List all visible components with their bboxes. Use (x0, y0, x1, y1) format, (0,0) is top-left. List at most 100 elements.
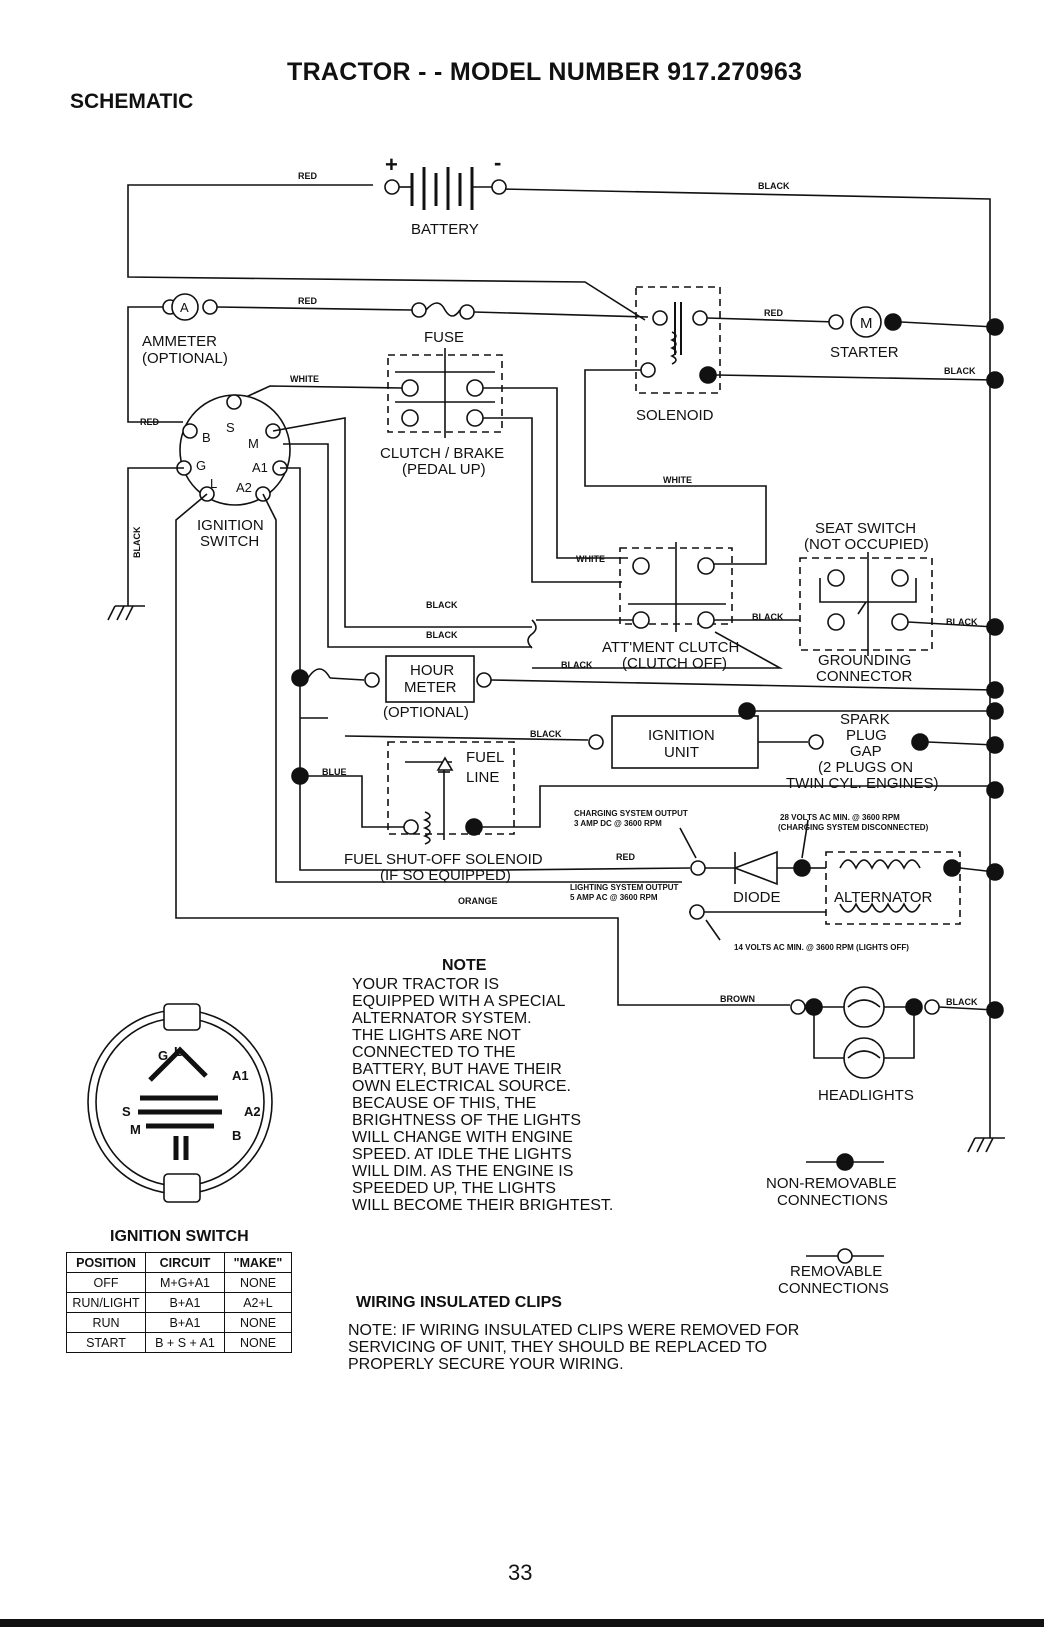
fuel-solenoid-label: FUEL SHUT-OFF SOLENOID (344, 851, 543, 868)
column-header-make: "MAKE" (224, 1252, 292, 1273)
ignition-unit-box (611, 715, 759, 769)
starter-terminal (828, 314, 844, 330)
removable-label-1: REMOVABLE (790, 1263, 882, 1280)
headlights-label: HEADLIGHTS (818, 1087, 914, 1104)
note-line: BRIGHTNESS OF THE LIGHTS (352, 1112, 582, 1129)
ammeter-note: (OPTIONAL) (142, 350, 228, 367)
ignition-unit-label-1: IGNITION (648, 727, 715, 744)
wire-black-label: BLACK (530, 729, 562, 739)
table-cell: RUN (66, 1312, 146, 1333)
charging-label-1: CHARGING SYSTEM OUTPUT (574, 809, 688, 818)
note-body: YOUR TRACTOR IS EQUIPPED WITH A SPECIAL … (352, 976, 682, 1214)
fuse-label: FUSE (424, 329, 464, 346)
ammeter-label: AMMETER (142, 333, 217, 350)
fuse-element (425, 302, 461, 317)
non-removable-label-1: NON-REMOVABLE (766, 1175, 897, 1192)
note-line: SPEEDED UP, THE LIGHTS (352, 1180, 556, 1197)
hour-meter-note: (OPTIONAL) (383, 704, 469, 721)
ammeter-terminal-right (202, 299, 218, 315)
table-cell: M+G+A1 (145, 1272, 225, 1293)
grounding-label-2: CONNECTOR (816, 668, 913, 685)
headlight-upper (843, 986, 885, 1028)
ignition-switch-face (87, 1003, 273, 1203)
table-row: OFF M+G+A1 NONE (66, 1272, 292, 1293)
table-header-row: POSITION CIRCUIT "MAKE" (66, 1252, 292, 1273)
note-line: WILL CHANGE WITH ENGINE (352, 1129, 573, 1146)
column-header-circuit: CIRCUIT (145, 1252, 225, 1273)
battery-positive-terminal (384, 179, 400, 195)
page-title: TRACTOR - - MODEL NUMBER 917.270963 (287, 58, 803, 86)
fuel-solenoid-note: (IF SO EQUIPPED) (380, 867, 511, 884)
note-line: YOUR TRACTOR IS (352, 976, 499, 993)
wire-red-battery-solenoid (127, 184, 646, 321)
wire-orange-label: ORANGE (458, 896, 498, 906)
ignition-switch-label-1: IGNITION (197, 517, 264, 534)
solenoid-label: SOLENOID (636, 407, 714, 424)
solenoid-terminal-3 (640, 362, 656, 378)
note-line: ALTERNATOR SYSTEM. (352, 1010, 532, 1027)
table-row: START B + S + A1 NONE (66, 1332, 292, 1353)
table-cell: NONE (224, 1272, 292, 1293)
seat-switch-note: (NOT OCCUPIED) (804, 536, 929, 553)
term-a2: A2 (236, 480, 252, 495)
solenoid-box (635, 286, 721, 394)
starter-label: STARTER (830, 344, 899, 361)
volts14-label: 14 VOLTS AC MIN. @ 3600 RPM (LIGHTS OFF) (734, 943, 909, 952)
wire-black-label: BLACK (752, 612, 784, 622)
charging-label-2: 3 AMP DC @ 3600 RPM (574, 819, 662, 828)
wire-black-label: BLACK (426, 630, 458, 640)
diode-label: DIODE (733, 889, 781, 906)
table-cell: OFF (66, 1272, 146, 1293)
term-l: L (210, 476, 217, 491)
battery-negative-terminal (491, 179, 507, 195)
starter-symbol: M (860, 315, 873, 332)
table-cell: A2+L (224, 1292, 292, 1313)
fuel-label-2: LINE (466, 769, 499, 786)
section-heading: SCHEMATIC (70, 90, 194, 113)
wire-red-label: RED (616, 852, 636, 862)
bottom-rule (0, 1619, 1044, 1627)
lighting-label-1: LIGHTING SYSTEM OUTPUT (570, 883, 679, 892)
fuse-terminal-left (411, 302, 427, 318)
table-cell: B + S + A1 (145, 1332, 225, 1353)
term-m: M (248, 436, 259, 451)
note-line: WILL DIM. AS THE ENGINE IS (352, 1163, 574, 1180)
clutch-brake-note: (PEDAL UP) (402, 461, 486, 478)
term-g: G (196, 458, 206, 473)
clips-line-2: SERVICING OF UNIT, THEY SHOULD BE REPLAC… (348, 1339, 768, 1356)
note-line: BATTERY, BUT HAVE THEIR (352, 1061, 562, 1078)
switch-face-label-a1: A1 (232, 1068, 249, 1083)
lighting-label-2: 5 AMP AC @ 3600 RPM (570, 893, 658, 902)
switch-face-label-a2: A2 (244, 1104, 261, 1119)
battery-label: BATTERY (411, 221, 479, 238)
volts28-label-2: (CHARGING SYSTEM DISCONNECTED) (778, 823, 929, 832)
spark-label-4: (2 PLUGS ON (818, 759, 913, 776)
hour-meter-label-2: METER (404, 679, 457, 696)
starter-motor (850, 306, 882, 338)
wire-blue-label: BLUE (322, 767, 347, 777)
seat-switch-box (799, 557, 933, 651)
alternator-box (825, 851, 961, 925)
wire-black-label-vertical: BLACK (132, 526, 142, 558)
term-b: B (202, 430, 211, 445)
switch-face-label-s: S (122, 1104, 131, 1119)
wire-red-label: RED (764, 308, 784, 318)
wire-white-label: WHITE (576, 554, 605, 564)
switch-face-label-g: G (158, 1048, 168, 1063)
non-removable-label-2: CONNECTIONS (777, 1192, 888, 1209)
clips-line-3: PROPERLY SECURE YOUR WIRING. (348, 1356, 624, 1373)
wire-white-label: WHITE (290, 374, 319, 384)
table-cell: B+A1 (145, 1312, 225, 1333)
alternator-label: ALTERNATOR (834, 889, 933, 906)
table-row: RUN B+A1 NONE (66, 1312, 292, 1333)
clips-note: NOTE: IF WIRING INSULATED CLIPS WERE REM… (348, 1322, 908, 1373)
grounding-label-1: GROUNDING (818, 652, 911, 669)
note-line: SPEED. AT IDLE THE LIGHTS (352, 1146, 572, 1163)
solenoid-terminal-2 (692, 310, 708, 326)
fuse-terminal-right (459, 304, 475, 320)
column-header-position: POSITION (66, 1252, 146, 1273)
spark-label-5: TWIN CYL. ENGINES) (786, 775, 939, 792)
note-line: WILL BECOME THEIR BRIGHTEST. (352, 1197, 614, 1214)
ignition-switch-table: POSITION CIRCUIT "MAKE" OFF M+G+A1 NONE … (66, 1252, 292, 1353)
